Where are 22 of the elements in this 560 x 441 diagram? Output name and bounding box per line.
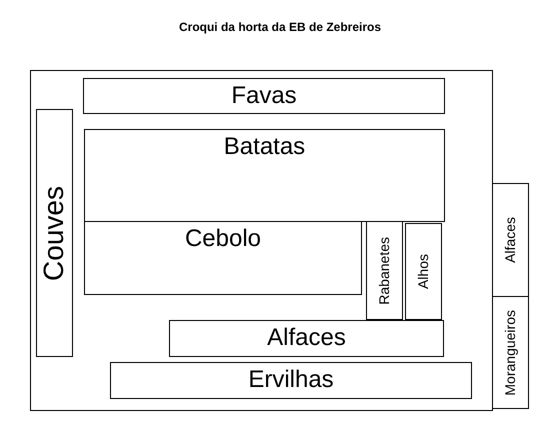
bed-label: Couves (39, 186, 70, 280)
title: Croqui da horta da EB de Zebreiros (178, 20, 382, 34)
bed-label: Morangueiros (502, 310, 518, 396)
bed-label: Alfaces (502, 217, 518, 263)
bed-label: Ervilhas (248, 367, 334, 394)
garden-bed (169, 320, 444, 357)
garden-bed (36, 109, 73, 357)
garden-bed (492, 183, 529, 297)
bed-label: Cebolo (184, 226, 262, 252)
bed-label: Alfaces (267, 325, 346, 352)
garden-bed (84, 221, 362, 295)
garden-bed (84, 129, 445, 222)
bed-label: Alhos (416, 254, 432, 290)
garden-bed (83, 78, 445, 114)
bed-label: Rabanetes (376, 236, 392, 304)
garden-bed (405, 223, 442, 320)
garden-bed (492, 296, 529, 409)
bed-label: Batatas (224, 134, 306, 160)
bed-label: Favas (231, 82, 297, 110)
garden-outline (30, 70, 493, 411)
garden-bed (110, 362, 472, 399)
garden-bed (366, 221, 403, 320)
